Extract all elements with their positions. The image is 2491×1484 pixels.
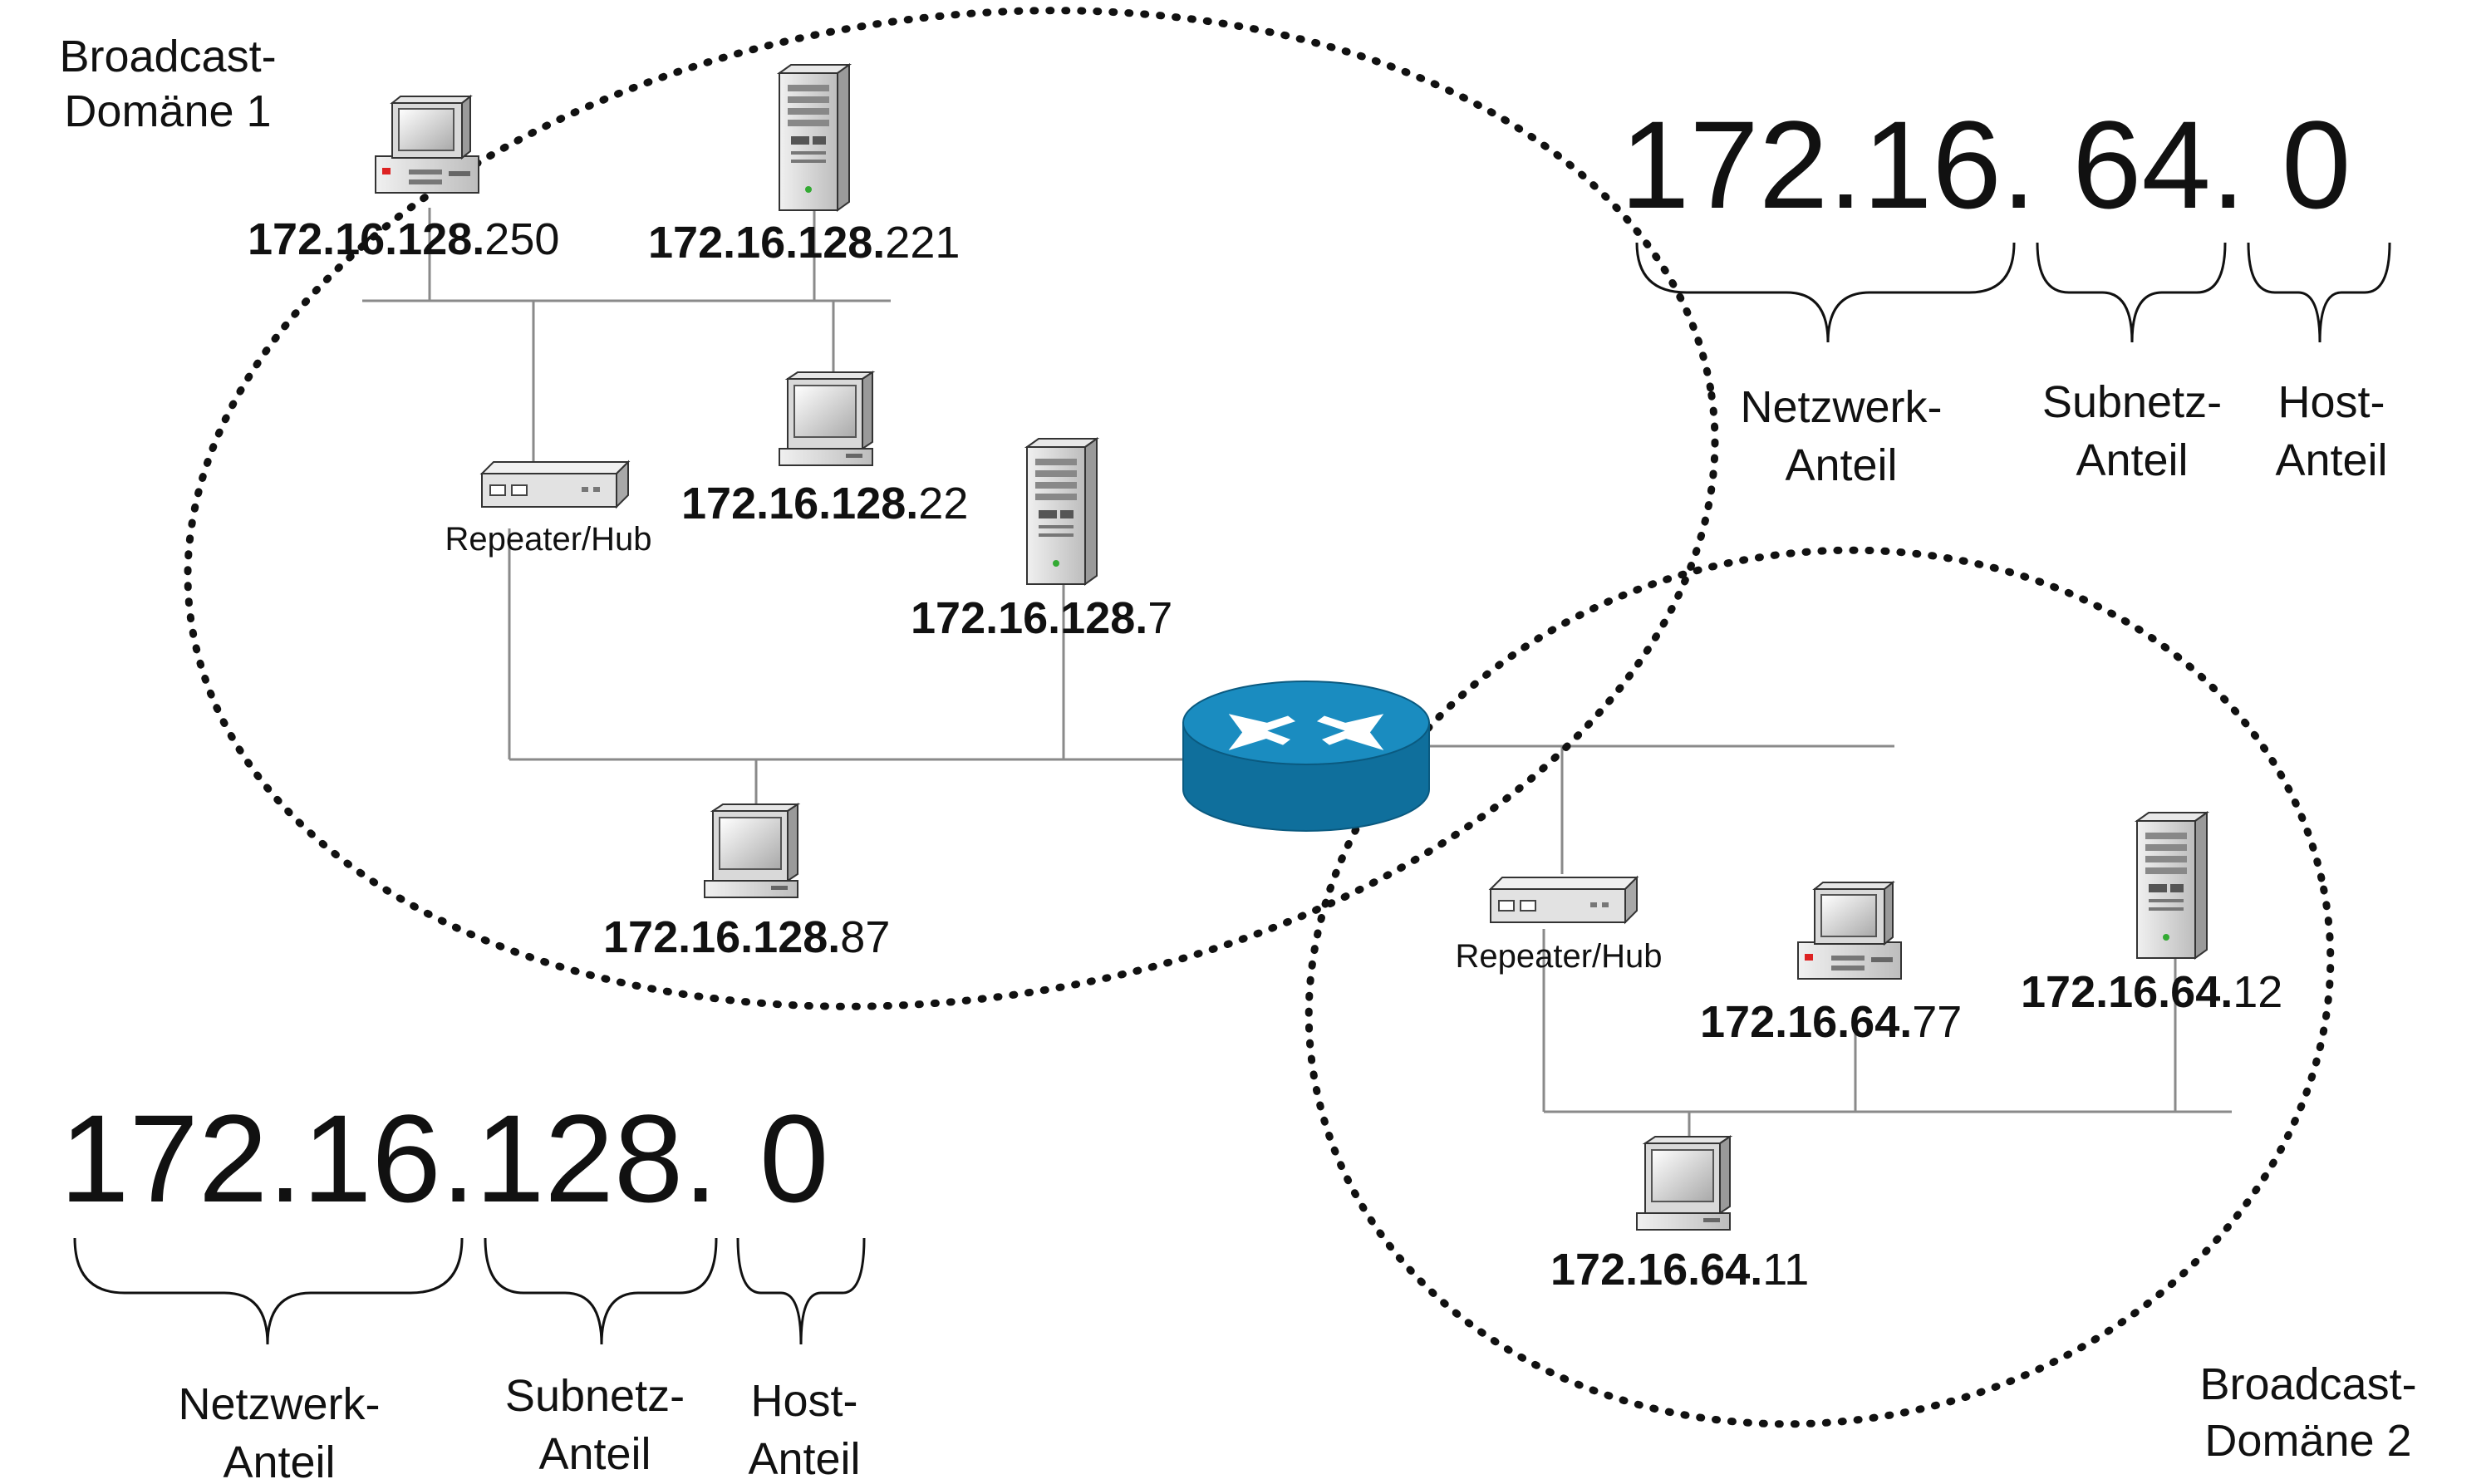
ip-label: 172.16.128.221 bbox=[648, 218, 960, 268]
curly-braces bbox=[1635, 242, 2391, 343]
address-breakdown-bottom: 172.16. 128. 0 Netzwerk- Anteil Subnetz-… bbox=[60, 1088, 866, 1484]
subnet-part-label-1: Subnetz- bbox=[2042, 377, 2222, 427]
ip-label: 172.16.128.250 bbox=[248, 214, 559, 264]
address-host-part: 0 bbox=[759, 1088, 828, 1228]
broadcast-domain-1-boundary bbox=[184, 7, 1719, 1010]
monitor-icon bbox=[779, 371, 873, 466]
subnet-part-label-2: Anteil bbox=[538, 1429, 651, 1479]
domain-1-label-line1: Broadcast- bbox=[59, 32, 276, 81]
address-subnet-part: 64. bbox=[2072, 95, 2246, 234]
router-icon bbox=[1182, 681, 1430, 832]
tower-server-icon bbox=[2136, 812, 2208, 959]
address-breakdown-top: 172.16. 64. 0 Netzwerk- Anteil Subnetz- … bbox=[1620, 95, 2391, 490]
ip-label: 172.16.64.12 bbox=[2021, 967, 2282, 1017]
ip-label: 172.16.128.87 bbox=[603, 912, 890, 962]
ip-label: 172.16.64.11 bbox=[1550, 1245, 1809, 1295]
domain-2-label-line1: Broadcast- bbox=[2199, 1359, 2416, 1409]
domain-2-label-line2: Domäne 2 bbox=[2204, 1416, 2411, 1466]
host-part-label-1: Host- bbox=[2277, 377, 2385, 427]
address-host-part: 0 bbox=[2282, 95, 2351, 234]
tower-server-icon bbox=[779, 64, 850, 211]
monitor-icon bbox=[1636, 1136, 1731, 1231]
desktop-pc-icon bbox=[1797, 882, 1902, 980]
ip-label: 172.16.64.77 bbox=[1700, 997, 1962, 1047]
network-part-label-1: Netzwerk- bbox=[178, 1379, 380, 1429]
address-network-part: 172.16. bbox=[1620, 95, 2036, 234]
ip-label: 172.16.128.7 bbox=[911, 593, 1172, 643]
hub-icon bbox=[1490, 877, 1638, 923]
hub-icon bbox=[481, 461, 629, 508]
tower-server-icon bbox=[1026, 438, 1098, 585]
hub-1-label: Repeater/Hub bbox=[445, 521, 651, 558]
subnet-part-label-1: Subnetz- bbox=[505, 1371, 685, 1421]
host-part-label-2: Anteil bbox=[2275, 435, 2387, 485]
subnet-part-label-2: Anteil bbox=[2076, 435, 2188, 485]
address-subnet-part: 128. bbox=[475, 1088, 718, 1228]
network-part-label-2: Anteil bbox=[223, 1437, 335, 1484]
broadcast-domain-2-boundary bbox=[1304, 546, 2335, 1428]
network-part-label-2: Anteil bbox=[1785, 440, 1897, 490]
monitor-icon bbox=[704, 803, 798, 898]
host-part-label-2: Anteil bbox=[748, 1434, 860, 1484]
host-part-label-1: Host- bbox=[750, 1376, 857, 1426]
network-wiring bbox=[362, 208, 2232, 1145]
ip-label: 172.16.128.22 bbox=[681, 479, 968, 528]
network-part-label-1: Netzwerk- bbox=[1740, 382, 1942, 432]
desktop-pc-icon bbox=[375, 96, 479, 194]
address-network-part: 172.16. bbox=[60, 1088, 475, 1228]
domain-1-label-line2: Domäne 1 bbox=[64, 86, 271, 136]
hub-2-label: Repeater/Hub bbox=[1455, 938, 1662, 975]
curly-braces bbox=[73, 1237, 866, 1345]
